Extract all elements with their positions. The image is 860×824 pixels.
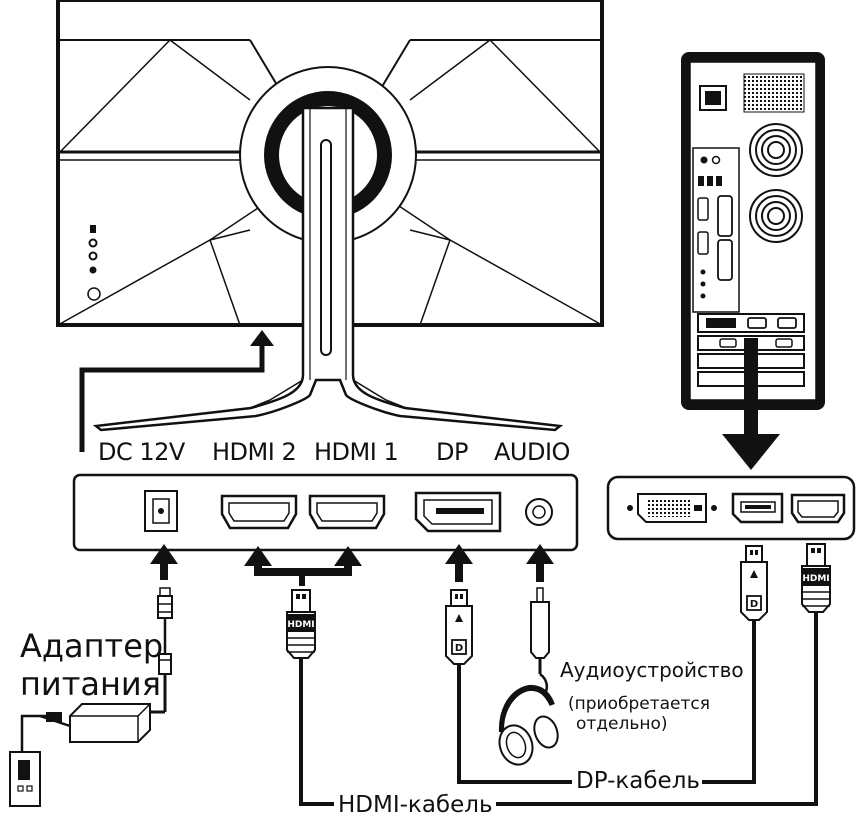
hdmi-plug-pc: HDMI [801, 543, 831, 613]
pc-port-panel [606, 475, 856, 541]
audio-plug [530, 587, 550, 674]
port-label-dp: DP [436, 438, 468, 466]
dp-plug-pc: D [740, 545, 768, 621]
port-arrows [150, 544, 554, 586]
adapter-label-line1: Адаптер [20, 627, 164, 665]
port-label-hdmi1: HDMI 1 [314, 438, 399, 466]
hdmi-cable-line [299, 612, 818, 806]
monitor-control-buttons [87, 225, 101, 301]
dp-cable-label: DP-кабель [576, 768, 700, 794]
hdmi-mark-monitor: HDMI [287, 620, 314, 630]
pc-zoom-arrow [722, 338, 780, 470]
wall-outlet [9, 751, 41, 807]
port-label-audio: AUDIO [494, 438, 570, 466]
power-lead-arrow [79, 330, 274, 452]
dp-cable-line [457, 620, 756, 784]
pc-fans [749, 123, 803, 243]
purchased-separately-line2: отдельно) [576, 714, 668, 734]
hdmi-plug-monitor: HDMI [286, 589, 316, 659]
dp-mark-monitor: D [455, 643, 463, 654]
headphones [498, 673, 559, 766]
dp-mark-pc: D [750, 599, 758, 610]
monitor-port-panel [72, 473, 579, 552]
dp-plug-monitor: D [445, 589, 473, 665]
audio-device-label: Аудиоустройство [560, 658, 744, 682]
power-adapter-brick [20, 703, 151, 760]
monitor-stand [92, 106, 564, 432]
adapter-label-line2: питания [20, 665, 161, 703]
hdmi-mark-pc: HDMI [802, 574, 829, 584]
hdmi-cable-label: HDMI-кабель [338, 792, 493, 818]
dc-plug [148, 587, 173, 714]
purchased-separately-line1: (приобретается [568, 694, 710, 714]
port-label-dc12v: DC 12V [98, 438, 185, 466]
port-label-hdmi2: HDMI 2 [212, 438, 297, 466]
